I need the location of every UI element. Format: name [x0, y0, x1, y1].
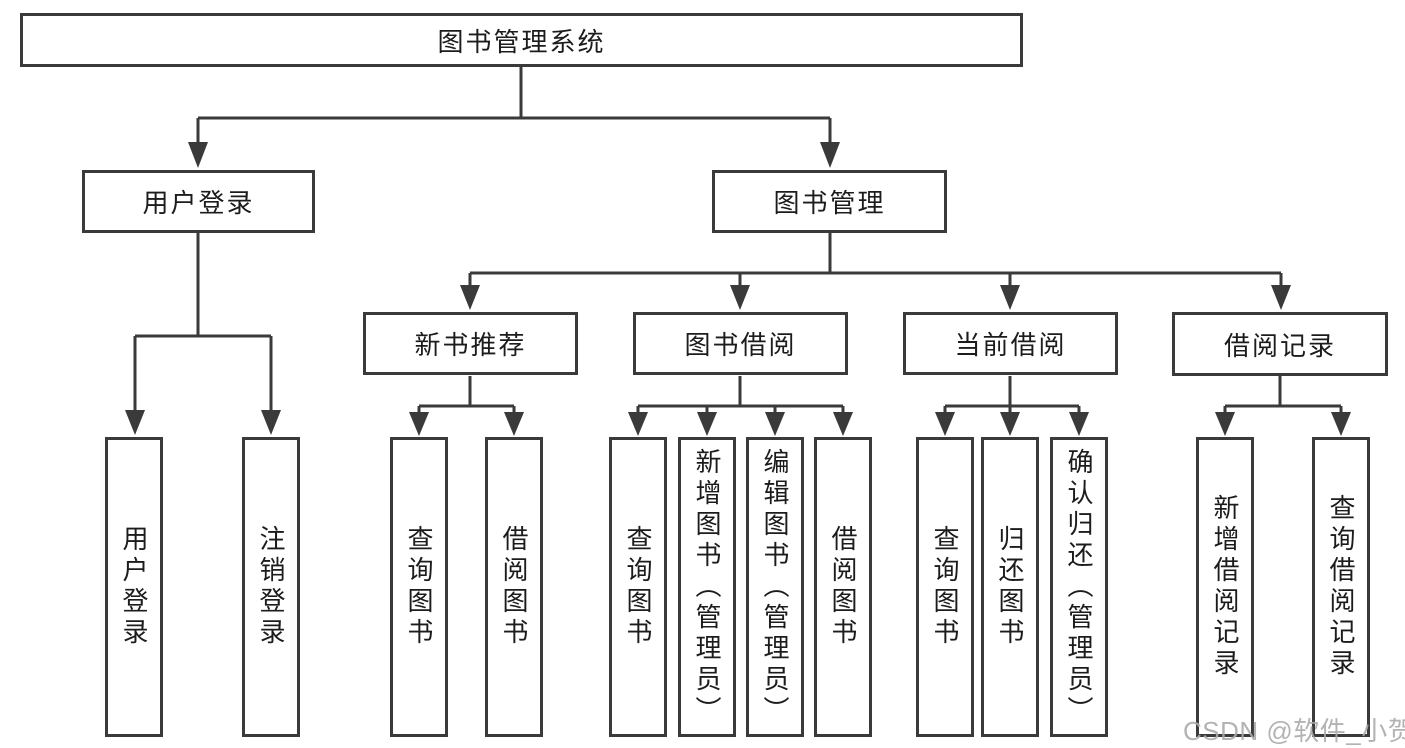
- connector-newbook-to-leaves: [409, 376, 524, 436]
- connector-root-to-level2: [188, 67, 840, 168]
- leaf-label: 确认归还（管理员）: [1064, 447, 1094, 727]
- leaf-label: 新增借阅记录: [1210, 494, 1240, 680]
- leaf-label: 归还图书: [995, 525, 1025, 649]
- node-new-book-recommendation: 新书推荐: [363, 312, 578, 375]
- connector-records-to-leaves: [1215, 376, 1351, 436]
- node-leaf-add-books-admin: 新增图书（管理员）: [678, 437, 736, 737]
- node-leaf-borrow-books-1: 借阅图书: [485, 437, 543, 737]
- csdn-watermark: CSDN @软件_小贺同学: [1183, 716, 1405, 746]
- leaf-label: 新增图书（管理员）: [692, 447, 722, 727]
- node-leaf-query-books-2: 查询图书: [609, 437, 667, 737]
- leaf-label: 查询图书: [404, 525, 434, 649]
- node-leaf-logout: 注销登录: [242, 437, 300, 737]
- leaf-label: 查询图书: [930, 525, 960, 649]
- node-book-management: 图书管理: [712, 170, 947, 233]
- leaf-label: 编辑图书（管理员）: [760, 447, 790, 727]
- leaf-label: 注销登录: [256, 525, 286, 649]
- leaf-label: 查询图书: [623, 525, 653, 649]
- connector-bookmgmt-to-level3: [460, 233, 1291, 310]
- node-book-borrowing: 图书借阅: [633, 312, 848, 375]
- connector-borrow-to-leaves: [628, 376, 853, 436]
- node-leaf-query-borrow-record: 查询借阅记录: [1312, 437, 1370, 737]
- leaf-label: 查询借阅记录: [1326, 494, 1356, 680]
- node-leaf-query-books-1: 查询图书: [390, 437, 448, 737]
- node-leaf-edit-books-admin: 编辑图书（管理员）: [746, 437, 804, 737]
- node-borrowing-records: 借阅记录: [1172, 312, 1388, 376]
- node-leaf-return-books: 归还图书: [981, 437, 1039, 737]
- node-leaf-confirm-return-admin: 确认归还（管理员）: [1050, 437, 1108, 737]
- node-library-system: 图书管理系统: [20, 13, 1023, 67]
- node-leaf-borrow-books-2: 借阅图书: [814, 437, 872, 737]
- node-leaf-query-books-3: 查询图书: [916, 437, 974, 737]
- connector-userlogin-to-leaves: [125, 233, 281, 435]
- leaf-label: 用户登录: [119, 525, 149, 649]
- node-current-borrowing: 当前借阅: [903, 312, 1118, 375]
- node-leaf-add-borrow-record: 新增借阅记录: [1196, 437, 1254, 737]
- node-leaf-user-login: 用户登录: [105, 437, 163, 737]
- leaf-label: 借阅图书: [828, 525, 858, 649]
- leaf-label: 借阅图书: [499, 525, 529, 649]
- connector-current-to-leaves: [935, 376, 1089, 436]
- node-user-login-module: 用户登录: [82, 170, 315, 233]
